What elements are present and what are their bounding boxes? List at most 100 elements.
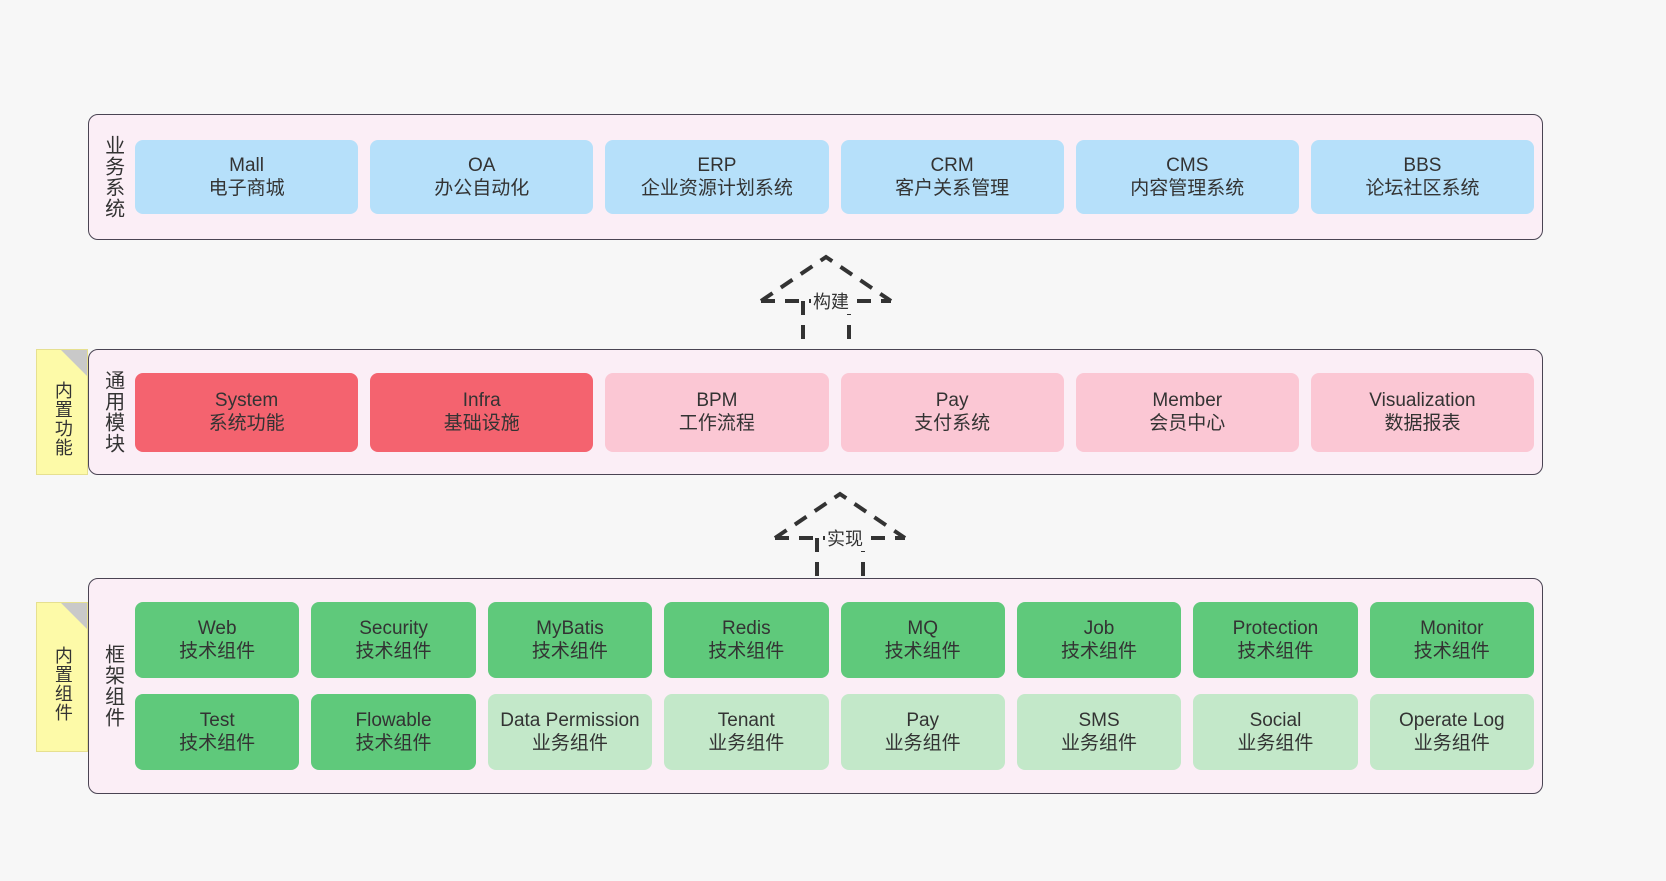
common-item-infra[interactable]: Infra 基础设施 xyxy=(370,372,594,452)
framework-item-job-en: Job xyxy=(1083,617,1115,639)
connector-build-label: 构建 xyxy=(811,288,851,314)
framework-item-web[interactable]: Web 技术组件 xyxy=(135,602,300,678)
framework-item-security[interactable]: Security 技术组件 xyxy=(311,602,476,678)
framework-item-social-cn: 业务组件 xyxy=(1237,733,1314,754)
sticky-note-builtin-component-label: 内置组件 xyxy=(52,646,73,722)
framework-item-protection-cn: 技术组件 xyxy=(1237,641,1314,662)
business-item-bbs-cn: 论坛社区系统 xyxy=(1365,178,1480,199)
framework-item-social[interactable]: Social 业务组件 xyxy=(1193,694,1358,770)
framework-item-security-en: Security xyxy=(359,617,428,639)
framework-item-mq[interactable]: MQ 技术组件 xyxy=(840,602,1005,678)
framework-item-redis-en: Redis xyxy=(722,617,771,639)
common-item-pay-en: Pay xyxy=(935,389,969,411)
connector-implement-arrow: 实现 xyxy=(762,485,942,585)
layer-common-module: 通用模块 System 系统功能 Infra 基础设施 BPM 工作流程 Pay… xyxy=(88,349,1543,475)
common-item-pay-cn: 支付系统 xyxy=(914,413,991,434)
business-item-mall-cn: 电子商城 xyxy=(208,178,285,199)
business-item-crm-en: CRM xyxy=(930,154,974,176)
connector-build-arrow: 构建 xyxy=(748,248,928,348)
layer-common-module-body: System 系统功能 Infra 基础设施 BPM 工作流程 Pay 支付系统… xyxy=(135,350,1542,474)
framework-item-sms[interactable]: SMS 业务组件 xyxy=(1016,694,1182,770)
business-item-cms[interactable]: CMS 内容管理系统 xyxy=(1075,140,1299,214)
framework-component-row-2: Test 技术组件 Flowable 技术组件 Data Permission … xyxy=(135,694,1534,770)
framework-item-tenant-cn: 业务组件 xyxy=(708,733,785,754)
framework-item-data-permission-cn: 业务组件 xyxy=(531,733,608,754)
framework-item-operate-log-cn: 业务组件 xyxy=(1413,733,1490,754)
business-item-erp[interactable]: ERP 企业资源计划系统 xyxy=(605,140,829,214)
framework-item-protection[interactable]: Protection 技术组件 xyxy=(1193,602,1358,678)
framework-item-web-cn: 技术组件 xyxy=(179,641,256,662)
layer-framework-component-label: 框架组件 xyxy=(101,644,124,728)
common-item-visualization-cn: 数据报表 xyxy=(1384,413,1461,434)
framework-item-operate-log[interactable]: Operate Log 业务组件 xyxy=(1369,694,1534,770)
business-item-bbs[interactable]: BBS 论坛社区系统 xyxy=(1310,140,1535,214)
framework-item-web-en: Web xyxy=(197,617,237,639)
common-item-bpm-en: BPM xyxy=(696,389,738,411)
business-item-crm-cn: 客户关系管理 xyxy=(895,178,1010,199)
connector-implement-label: 实现 xyxy=(825,525,865,551)
business-item-erp-cn: 企业资源计划系统 xyxy=(640,178,793,199)
common-item-bpm[interactable]: BPM 工作流程 xyxy=(605,372,829,452)
framework-item-social-en: Social xyxy=(1249,709,1302,731)
framework-item-pay[interactable]: Pay 业务组件 xyxy=(840,694,1005,770)
layer-business-system: 业务系统 Mall 电子商城 OA 办公自动化 ERP 企业资源计划系统 CRM… xyxy=(88,114,1543,240)
framework-item-operate-log-en: Operate Log xyxy=(1398,709,1505,731)
layer-business-system-body: Mall 电子商城 OA 办公自动化 ERP 企业资源计划系统 CRM 客户关系… xyxy=(135,115,1542,239)
framework-item-sms-cn: 业务组件 xyxy=(1061,733,1138,754)
framework-item-protection-en: Protection xyxy=(1232,617,1319,639)
layer-business-system-label: 业务系统 xyxy=(101,135,124,219)
framework-item-monitor[interactable]: Monitor 技术组件 xyxy=(1369,602,1534,678)
framework-item-test-en: Test xyxy=(199,709,235,731)
framework-item-job[interactable]: Job 技术组件 xyxy=(1016,602,1182,678)
sticky-note-builtin-component: 内置组件 xyxy=(36,602,88,752)
common-item-visualization-en: Visualization xyxy=(1369,389,1476,411)
common-item-member-en: Member xyxy=(1152,389,1223,411)
common-item-system-en: System xyxy=(214,389,279,411)
page-fold-icon xyxy=(61,350,87,376)
sticky-note-builtin-feature: 内置功能 xyxy=(36,349,88,475)
framework-item-pay-cn: 业务组件 xyxy=(884,733,961,754)
framework-item-tenant-en: Tenant xyxy=(717,709,775,731)
business-system-row: Mall 电子商城 OA 办公自动化 ERP 企业资源计划系统 CRM 客户关系… xyxy=(135,140,1535,214)
common-module-row: System 系统功能 Infra 基础设施 BPM 工作流程 Pay 支付系统… xyxy=(135,372,1535,452)
framework-item-mybatis[interactable]: MyBatis 技术组件 xyxy=(487,602,653,678)
business-item-mall-en: Mall xyxy=(229,154,264,176)
business-item-erp-en: ERP xyxy=(697,154,737,176)
framework-item-mq-en: MQ xyxy=(907,617,938,639)
common-item-system[interactable]: System 系统功能 xyxy=(135,372,359,452)
framework-item-redis-cn: 技术组件 xyxy=(708,641,785,662)
framework-item-mybatis-en: MyBatis xyxy=(536,617,604,639)
framework-item-flowable[interactable]: Flowable 技术组件 xyxy=(311,694,476,770)
business-item-cms-en: CMS xyxy=(1166,154,1209,176)
common-item-member[interactable]: Member 会员中心 xyxy=(1075,372,1299,452)
layer-framework-component-body: Web 技术组件 Security 技术组件 MyBatis 技术组件 Redi… xyxy=(135,579,1542,793)
business-item-bbs-en: BBS xyxy=(1403,154,1442,176)
common-item-infra-en: Infra xyxy=(462,389,501,411)
framework-item-tenant[interactable]: Tenant 业务组件 xyxy=(664,694,829,770)
layer-common-module-label: 通用模块 xyxy=(101,370,124,454)
common-item-system-cn: 系统功能 xyxy=(208,413,285,434)
business-item-mall[interactable]: Mall 电子商城 xyxy=(135,140,359,214)
framework-item-mq-cn: 技术组件 xyxy=(884,641,961,662)
layer-framework-component: 框架组件 Web 技术组件 Security 技术组件 MyBatis 技术组件… xyxy=(88,578,1543,794)
business-item-cms-cn: 内容管理系统 xyxy=(1130,178,1245,199)
framework-item-data-permission-en: Data Permission xyxy=(500,709,640,731)
sticky-note-builtin-feature-label: 内置功能 xyxy=(52,381,73,457)
framework-item-data-permission[interactable]: Data Permission 业务组件 xyxy=(487,694,653,770)
common-item-visualization[interactable]: Visualization 数据报表 xyxy=(1310,372,1535,452)
framework-item-test-cn: 技术组件 xyxy=(179,733,256,754)
framework-component-row-1: Web 技术组件 Security 技术组件 MyBatis 技术组件 Redi… xyxy=(135,602,1534,678)
business-item-oa-cn: 办公自动化 xyxy=(434,178,530,199)
framework-item-redis[interactable]: Redis 技术组件 xyxy=(664,602,829,678)
framework-item-sms-en: SMS xyxy=(1078,709,1120,731)
business-item-crm[interactable]: CRM 客户关系管理 xyxy=(840,140,1064,214)
framework-item-test[interactable]: Test 技术组件 xyxy=(135,694,300,770)
framework-item-flowable-cn: 技术组件 xyxy=(355,733,432,754)
framework-item-job-cn: 技术组件 xyxy=(1061,641,1138,662)
common-item-bpm-cn: 工作流程 xyxy=(678,413,755,434)
framework-item-mybatis-cn: 技术组件 xyxy=(531,641,608,662)
business-item-oa-en: OA xyxy=(468,154,496,176)
business-item-oa[interactable]: OA 办公自动化 xyxy=(370,140,594,214)
common-item-pay[interactable]: Pay 支付系统 xyxy=(840,372,1064,452)
page-fold-icon xyxy=(61,603,87,629)
